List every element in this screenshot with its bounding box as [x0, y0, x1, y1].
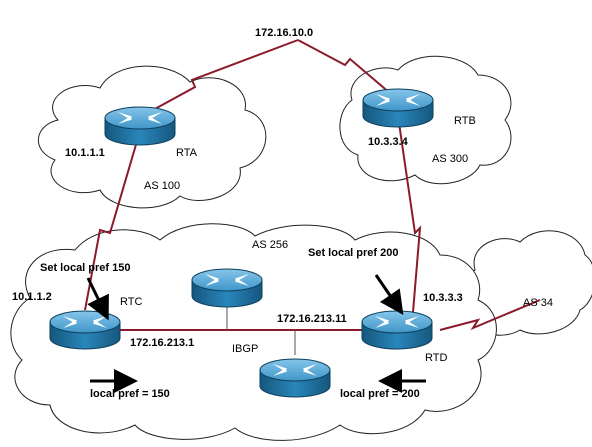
serial-links	[84, 39, 541, 331]
link-top-rtb	[297, 39, 399, 101]
router-rta[interactable]	[104, 106, 176, 146]
rta-ip-label: 10.1.1.1	[65, 147, 105, 159]
local-pref-left-label: local pref = 150	[90, 388, 170, 400]
set-pref-right-label: Set local pref 200	[308, 247, 399, 259]
ibgp-lan	[85, 305, 397, 355]
set-pref-left-label: Set local pref 150	[40, 262, 131, 274]
link-rtd-as34	[439, 299, 541, 331]
router-rtb[interactable]	[362, 88, 434, 128]
as300-label: AS 300	[432, 153, 468, 165]
as256-label: AS 256	[252, 239, 288, 251]
link-rtb-rtd	[397, 115, 422, 313]
router-ibgp-top[interactable]	[191, 268, 263, 308]
local-pref-right-label: local pref = 200	[340, 388, 420, 400]
top-network-label: 172.16.10.0	[255, 27, 313, 39]
router-rtd[interactable]	[361, 310, 433, 350]
rtd-ip-label: 10.3.3.3	[423, 292, 463, 304]
link-rta-rtc	[84, 130, 141, 311]
rtd-name-label: RTD	[425, 352, 447, 364]
rtc-name-label: RTC	[120, 296, 142, 308]
rtb-name-label: RTB	[454, 115, 476, 127]
rta-name-label: RTA	[176, 147, 198, 159]
as34-label: AS 34	[523, 297, 553, 309]
ibgp-right-ip-label: 172.16.213.11	[277, 313, 347, 325]
link-rta-top	[141, 39, 299, 117]
router-rtc[interactable]	[49, 310, 121, 350]
rtc-ip-label: 10.1.1.2	[12, 291, 52, 303]
rtb-ip-label: 10.3.3.4	[368, 136, 409, 148]
ibgp-left-ip-label: 172.16.213.1	[130, 337, 194, 349]
ibgp-label: IBGP	[232, 343, 258, 355]
router-ibgp-bottom[interactable]	[259, 358, 331, 398]
pref-arrows	[86, 274, 426, 393]
as100-label: AS 100	[144, 180, 180, 192]
